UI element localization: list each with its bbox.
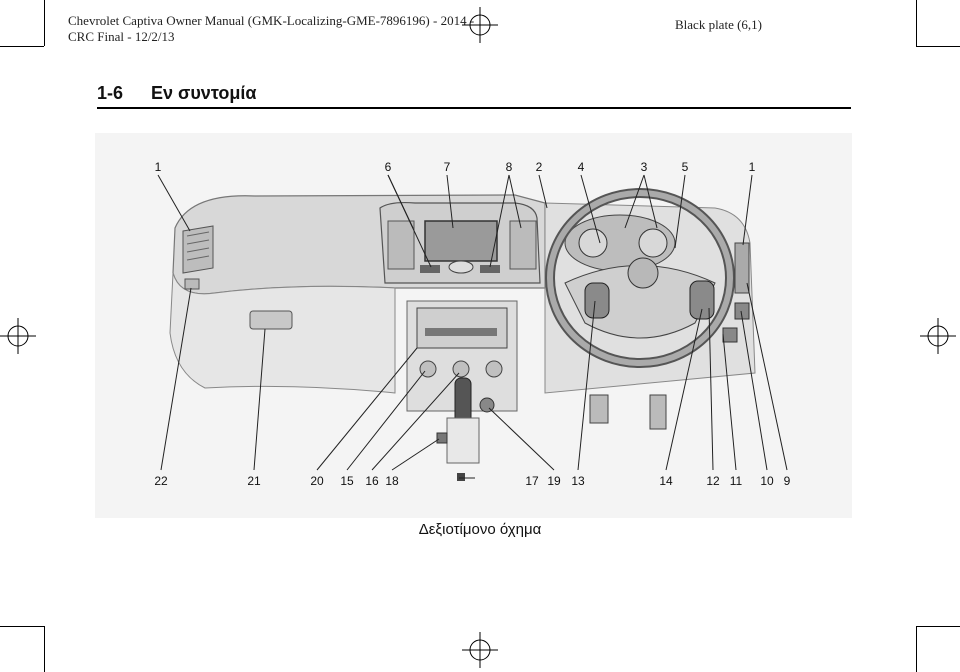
registration-mark: [920, 318, 956, 354]
callout-label: 4: [578, 160, 585, 174]
section-title: Εν συντομία: [151, 83, 257, 103]
callout-label: 6: [385, 160, 392, 174]
manual-header-revision: CRC Final - 12/2/13: [68, 29, 175, 44]
callout-label: 10: [760, 474, 774, 488]
callout-label: 9: [784, 474, 791, 488]
callout-label: 1: [155, 160, 162, 174]
callout-label: 2: [536, 160, 543, 174]
crop-mark: [916, 626, 917, 672]
registration-mark: [462, 632, 498, 668]
callout-label: 8: [506, 160, 513, 174]
callout-label: 3: [641, 160, 648, 174]
figure-caption: Δεξιοτίμονο όχημα: [418, 521, 542, 538]
crop-mark: [0, 46, 44, 47]
crop-mark: [916, 0, 917, 46]
dashboard-illustration: 1 6 7 8 2 4 3 5 1 22 21 20 15 16 18 17 1…: [95, 133, 852, 518]
callout-label: 21: [247, 474, 261, 488]
callout-label: 13: [571, 474, 585, 488]
callout-label: 5: [682, 160, 689, 174]
callout-label: 14: [659, 474, 673, 488]
crop-mark: [44, 626, 45, 672]
plate-label: Black plate (6,1): [675, 17, 762, 32]
callout-label: 11: [730, 474, 743, 488]
callout-label: 16: [365, 474, 379, 488]
section-heading: 1-6 Εν συντομία: [97, 83, 851, 109]
callout-label: 15: [340, 474, 354, 488]
crop-mark: [916, 46, 960, 47]
crop-mark: [0, 626, 44, 627]
callout-label: 19: [547, 474, 561, 488]
registration-mark: [462, 7, 498, 43]
callout-label: 7: [444, 160, 451, 174]
callout-label: 18: [385, 474, 399, 488]
callout-label: 12: [706, 474, 720, 488]
callout-label: 1: [749, 160, 756, 174]
callout-label: 17: [525, 474, 539, 488]
callout-label: 22: [154, 474, 168, 488]
manual-header-title: Chevrolet Captiva Owner Manual (GMK-Loca…: [68, 13, 475, 28]
crop-mark: [44, 0, 45, 46]
page-number: 1-6: [97, 83, 124, 103]
callout-label: 20: [310, 474, 324, 488]
crop-mark: [916, 626, 960, 627]
registration-mark: [0, 318, 36, 354]
